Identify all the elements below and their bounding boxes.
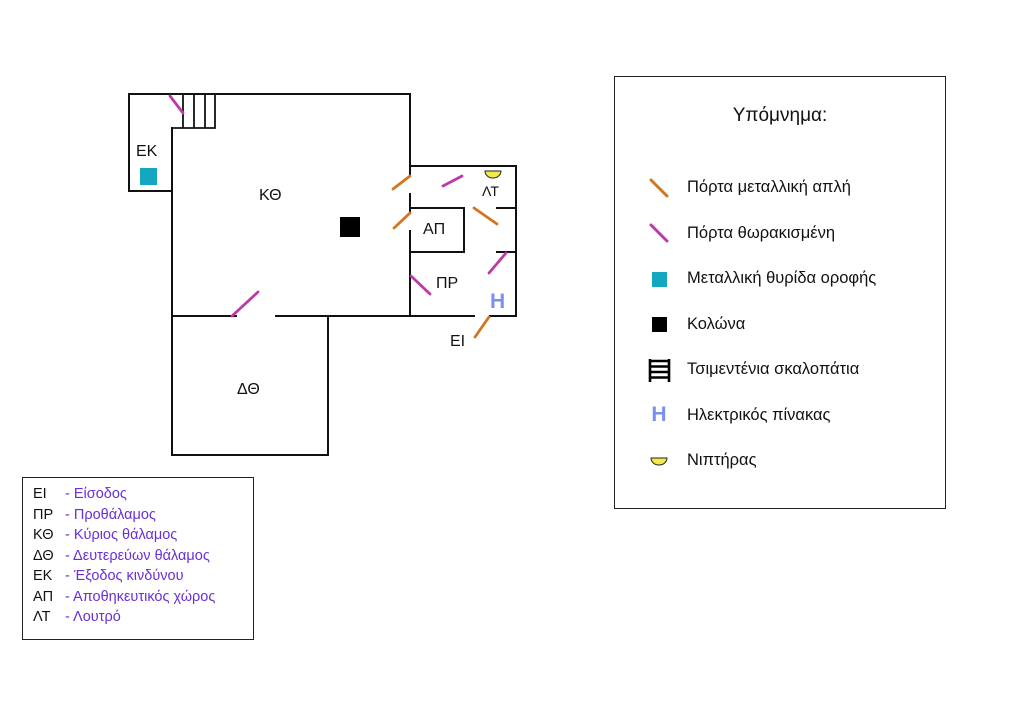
wall-outer-north-west — [128, 93, 411, 177]
room-label-ek: ΕΚ — [136, 143, 158, 160]
door-metal-entrance — [473, 315, 491, 339]
door-armored-main-south — [230, 290, 260, 318]
legend: Υπόμνημα: Πόρτα μεταλλική απλή Πόρτα θωρ… — [614, 76, 946, 509]
abbr-name: - Λουτρό — [65, 609, 121, 626]
abbr-name: - Κύριος θάλαμος — [65, 527, 178, 544]
legend-item: Κολώνα — [645, 302, 876, 348]
electrical-panel-icon: H — [490, 290, 505, 313]
legend-item: Μεταλλική θυρίδα οροφής — [645, 256, 876, 302]
abbr-name: - Είσοδος — [65, 486, 127, 503]
door-armored-lt — [487, 251, 508, 275]
list-item: ΕΙ - Είσοδος — [33, 484, 215, 505]
abbr-code: ΔΘ — [33, 547, 54, 564]
legend-label: Νιπτήρας — [687, 451, 757, 470]
legend-item: H Ηλεκτρικός πίνακας — [645, 393, 876, 439]
wall-ap-box — [409, 207, 465, 253]
legend-label: Κολώνα — [687, 314, 746, 333]
list-item: ΑΠ - Αποθηκευτικός χώρος — [33, 587, 215, 608]
room-label-dth: ΔΘ — [237, 381, 260, 398]
room-label-lt: ΛΤ — [482, 183, 499, 199]
abbr-code: ΕΙ — [33, 486, 47, 503]
column-icon — [645, 310, 673, 338]
sink-icon — [484, 170, 502, 179]
legend-items: Πόρτα μεταλλική απλή Πόρτα θωρακισμένη Μ… — [645, 165, 876, 484]
door-armored-icon — [645, 219, 673, 247]
column-icon — [340, 217, 360, 237]
legend-label: Ηλεκτρικός πίνακας — [687, 405, 831, 424]
wall-annex-north — [409, 165, 517, 317]
legend-label: Πόρτα θωρακισμένη — [687, 223, 836, 242]
door-metal-lt — [472, 206, 499, 226]
abbr-name: - Δευτερεύων θάλαμος — [65, 547, 210, 564]
abbr-code: ΚΘ — [33, 527, 54, 544]
door-metal-icon — [645, 174, 673, 202]
legend-title: Υπόμνημα: — [732, 105, 828, 126]
abbr-code: ΠΡ — [33, 506, 54, 523]
door-metal-ap — [392, 211, 412, 230]
list-item: ΕΚ - Έξοδος κινδύνου — [33, 566, 215, 587]
roof-hatch-icon — [645, 265, 673, 293]
legend-label: Τσιμεντένια σκαλοπάτια — [687, 360, 860, 379]
door-armored-pr — [409, 274, 432, 296]
sink-icon — [645, 447, 673, 475]
electrical-panel-icon: H — [651, 403, 667, 427]
list-item: ΠΡ - Προθάλαμος — [33, 505, 215, 526]
stairs-icon — [645, 356, 673, 384]
abbr-name: - Έξοδος κινδύνου — [65, 568, 184, 585]
abbr-code: ΛΤ — [33, 609, 51, 626]
door-armored-stairs — [168, 94, 185, 115]
legend-label: Μεταλλική θυρίδα οροφής — [687, 269, 877, 288]
room-label-ap: ΑΠ — [423, 221, 445, 238]
abbr-name: - Αποθηκευτικός χώρος — [65, 588, 216, 605]
wall-main-west — [171, 190, 329, 456]
abbr-code: ΕΚ — [33, 568, 53, 585]
list-item: ΔΘ - Δευτερεύων θάλαμος — [33, 546, 215, 567]
abbreviations-list: ΕΙ - Είσοδος ΠΡ - Προθάλαμος ΚΘ - Κύριος… — [22, 477, 254, 640]
room-label-kth: ΚΘ — [259, 187, 282, 204]
legend-item: Τσιμεντένια σκαλοπάτια — [645, 347, 876, 393]
roof-hatch-icon — [140, 168, 157, 185]
legend-item: Πόρτα μεταλλική απλή — [645, 165, 876, 211]
abbreviation-rows: ΕΙ - Είσοδος ΠΡ - Προθάλαμος ΚΘ - Κύριος… — [33, 484, 215, 628]
legend-item: Νιπτήρας — [645, 438, 876, 484]
door-armored-annex-top — [441, 174, 464, 188]
room-label-pr: ΠΡ — [436, 275, 458, 292]
legend-item: Πόρτα θωρακισμένη — [645, 211, 876, 257]
door-metal-annex-upper — [391, 174, 412, 191]
abbr-name: - Προθάλαμος — [65, 506, 156, 523]
wall-ek-west — [128, 93, 173, 192]
room-label-ei: ΕΙ — [450, 333, 465, 350]
legend-label: Πόρτα μεταλλική απλή — [687, 178, 851, 197]
list-item: ΚΘ - Κύριος θάλαμος — [33, 525, 215, 546]
stairs-icon — [172, 94, 216, 129]
abbr-code: ΑΠ — [33, 588, 54, 605]
list-item: ΛΤ - Λουτρό — [33, 607, 215, 628]
